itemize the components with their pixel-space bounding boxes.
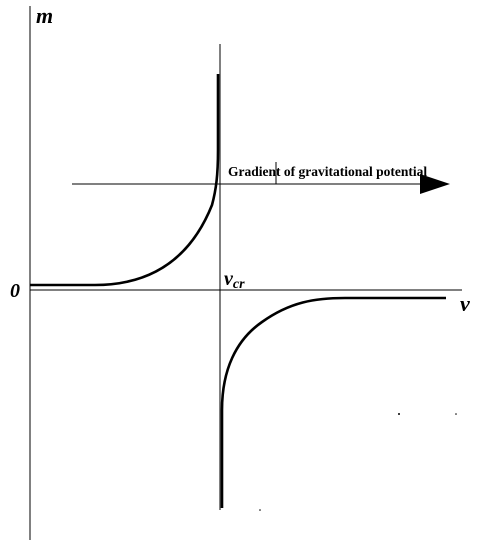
origin-label: 0 xyxy=(10,280,20,302)
x-axis-label: v xyxy=(460,291,470,316)
critical-velocity-label-main: v xyxy=(224,268,234,290)
speck-mark xyxy=(398,413,400,415)
speck-mark xyxy=(455,413,457,415)
critical-velocity-label: vcr xyxy=(224,268,245,292)
critical-velocity-label-sub: cr xyxy=(233,277,245,292)
curve-lower-branch xyxy=(220,296,446,508)
gradient-caption: Gradient of gravitational potential xyxy=(228,164,427,179)
gradient-arrow-head xyxy=(420,174,450,194)
y-axis-label: m xyxy=(36,3,53,28)
curve-upper-branch xyxy=(30,74,220,287)
speck-mark xyxy=(259,509,261,511)
